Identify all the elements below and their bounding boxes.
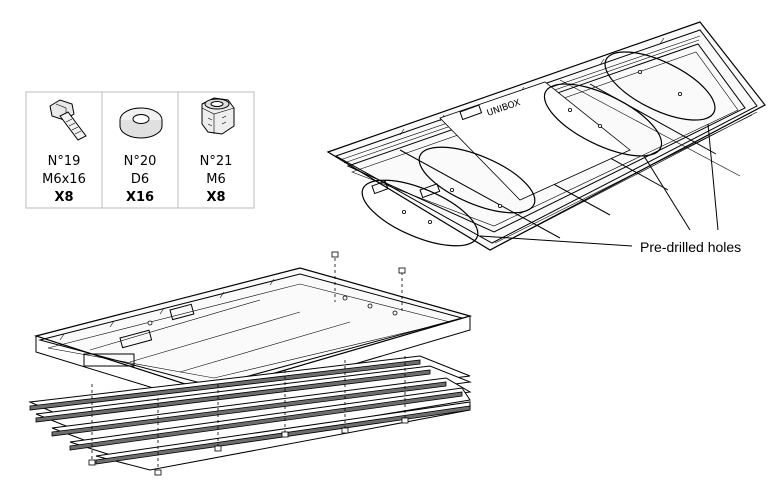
predrilled-holes-marker [543, 83, 663, 157]
frame-assembly-view [28, 251, 473, 476]
parts-table: N°19 M6x16 X8 N°20 D6 X16 N°21 M6 X8 [25, 91, 255, 209]
part-21-number: N°21 [200, 154, 233, 169]
nut-icon [201, 97, 235, 135]
predrilled-holes-marker [604, 51, 716, 121]
predrilled-holes-marker [418, 146, 536, 214]
frame-underside-view: UNIBOX [326, 21, 766, 251]
part-21-size: M6 [206, 172, 226, 187]
part-19-number: N°19 [48, 154, 81, 169]
predrilled-holes-marker [361, 179, 479, 247]
part-21-qty: X8 [206, 190, 225, 205]
part-19-size: M6x16 [42, 172, 86, 187]
washer-icon [119, 107, 163, 139]
part-20-qty: X16 [126, 190, 154, 205]
part-20-number: N°20 [124, 154, 157, 169]
bolt-icon [49, 99, 87, 141]
part-20-size: D6 [131, 172, 149, 187]
predrilled-holes-callout: Pre-drilled holes [640, 239, 741, 255]
part-19-qty: X8 [54, 190, 73, 205]
